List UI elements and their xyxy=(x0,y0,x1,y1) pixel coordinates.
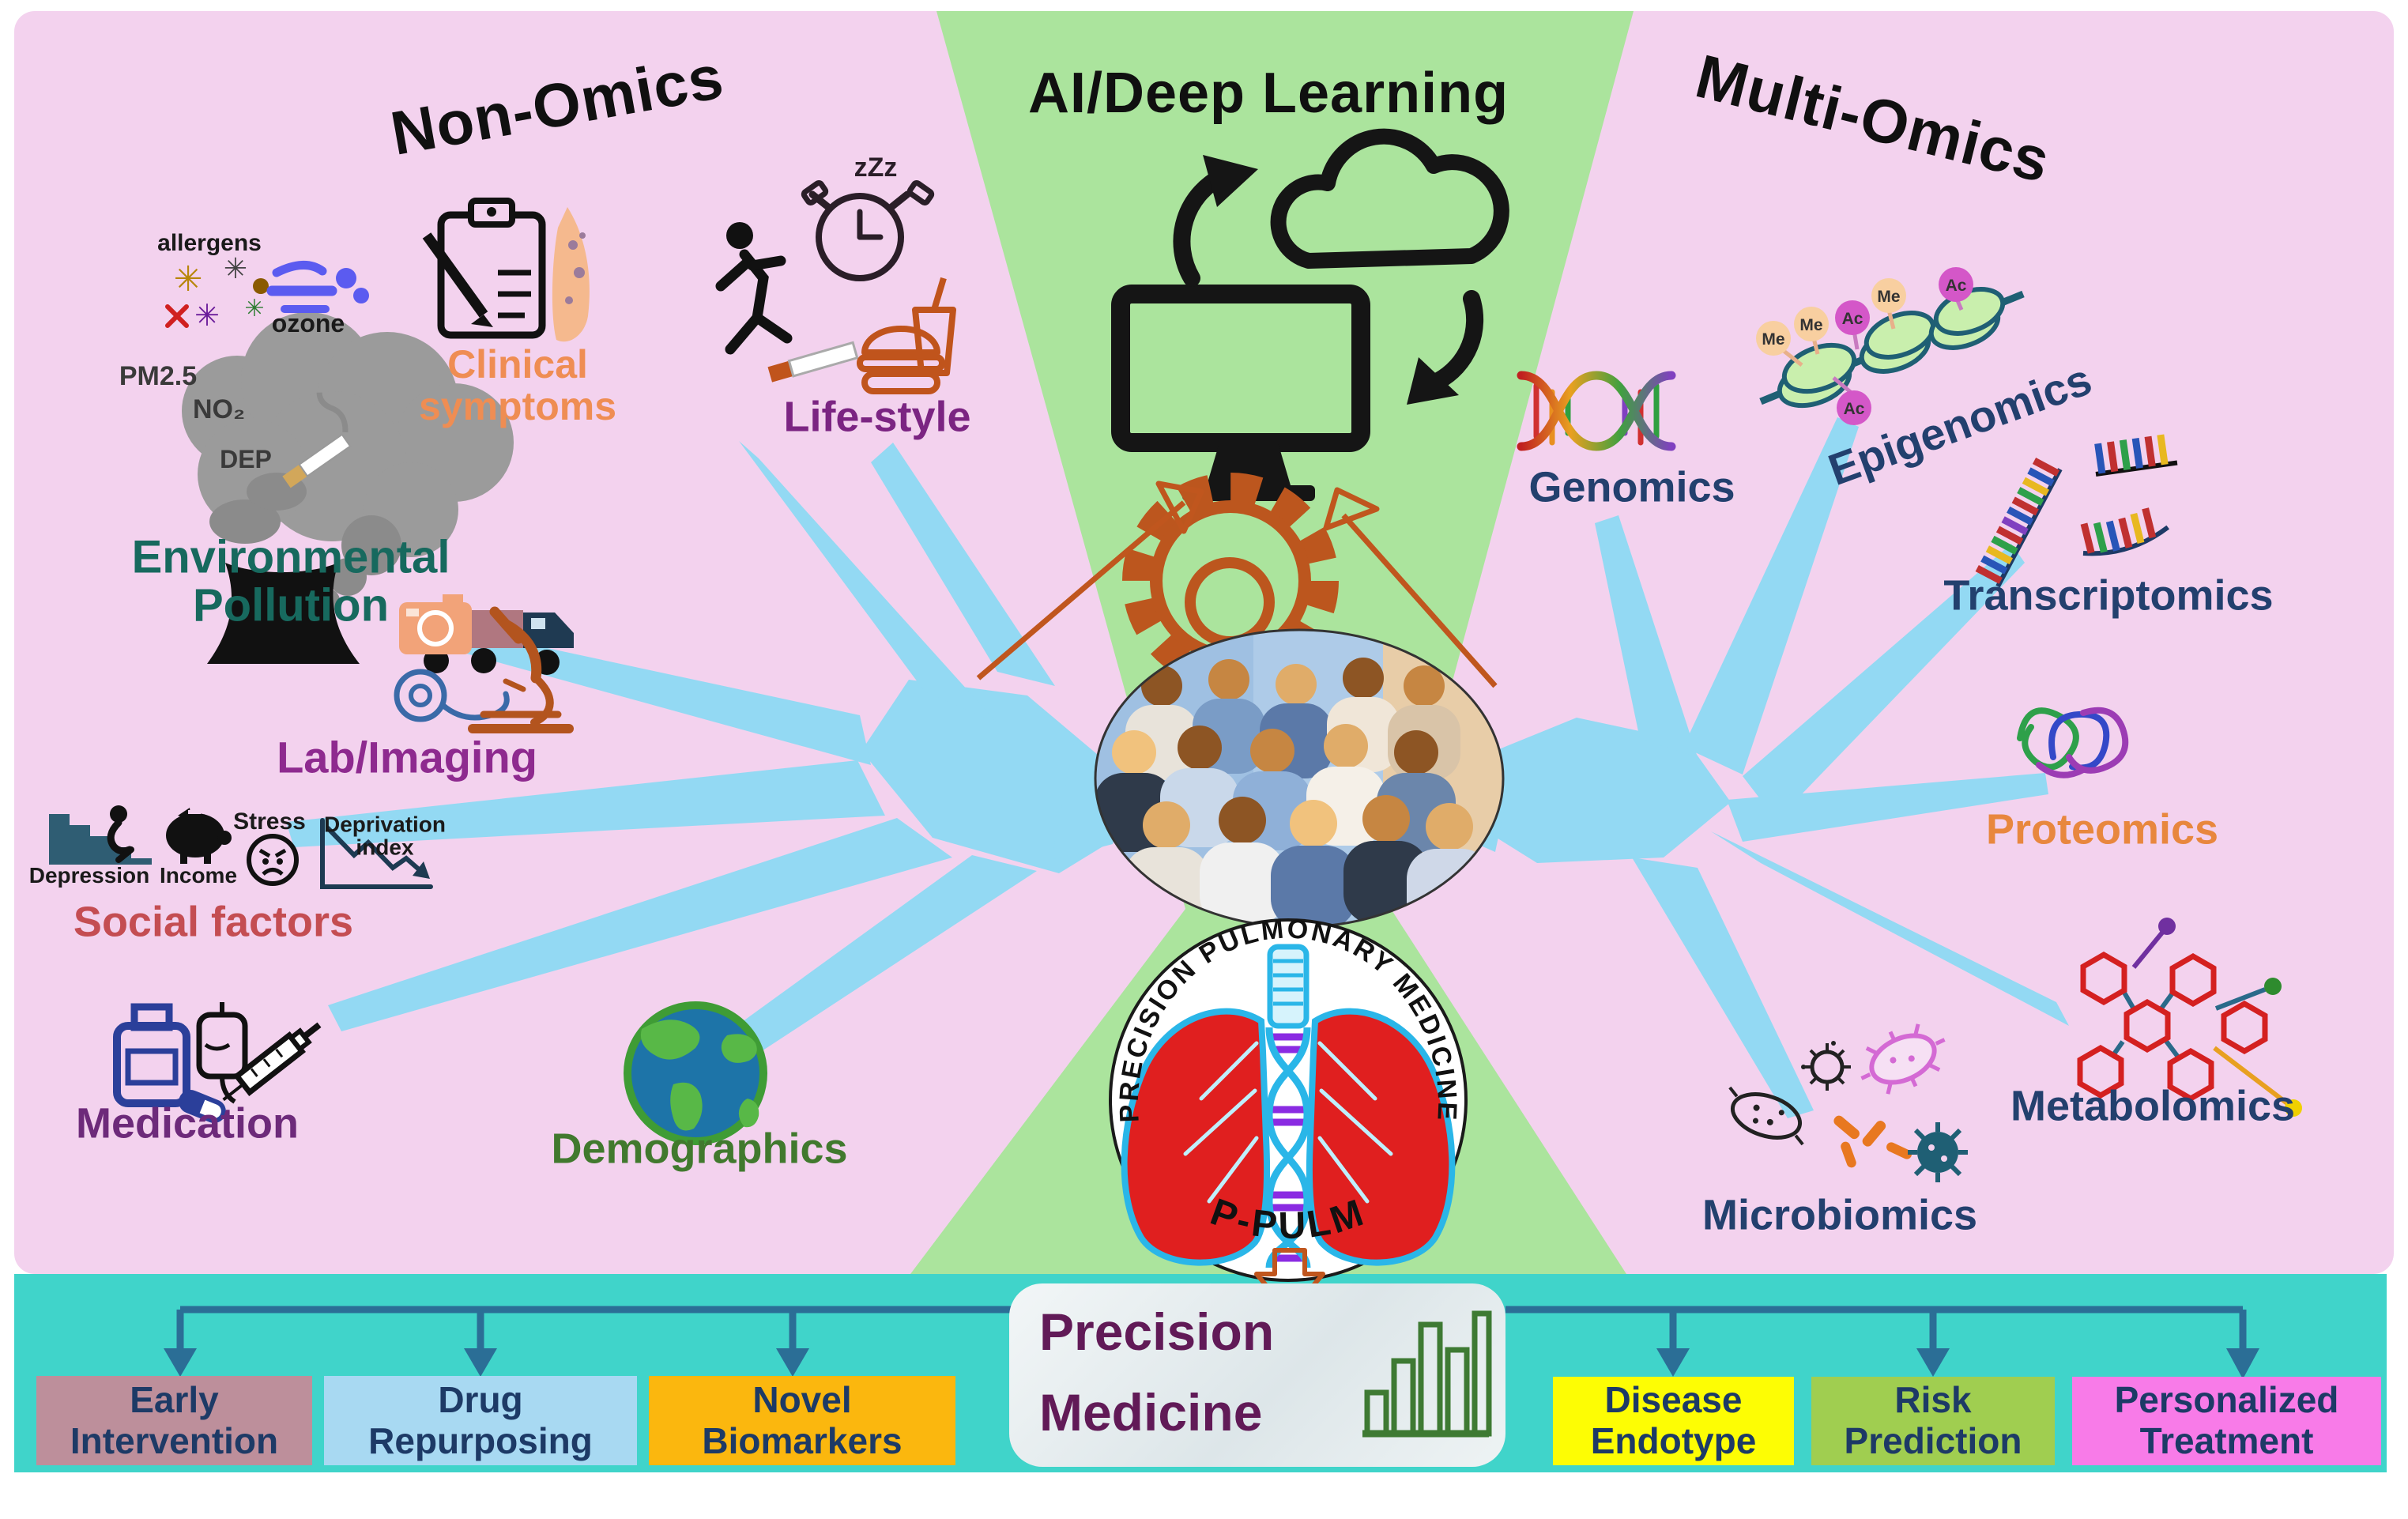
bar-chart-icon xyxy=(1362,1310,1492,1438)
globe-icon xyxy=(624,1001,767,1145)
methyl-mark: Me xyxy=(1877,288,1900,306)
label-allergens: allergens xyxy=(157,230,262,257)
svg-text:✳: ✳ xyxy=(174,260,203,299)
clinical-symptoms-icon xyxy=(422,198,590,342)
stress-face-icon xyxy=(247,834,299,886)
methyl-mark: Me xyxy=(1799,316,1822,334)
ozone-icon xyxy=(266,260,369,313)
label-depression: Depression xyxy=(28,863,150,888)
precision-medicine-box: Precision Medicine xyxy=(1009,1283,1505,1467)
acetyl-mark: Ac xyxy=(1844,400,1865,418)
label-social-factors: Social factors xyxy=(73,898,354,946)
syringe-icon xyxy=(222,1022,322,1102)
allergens-icon: ✳ ✳ ✳ ✳ xyxy=(165,252,269,333)
label-pm25: PM2.5 xyxy=(119,360,198,391)
label-microbiomics: Microbiomics xyxy=(1701,1191,1978,1239)
label-metabolomics: Metabolomics xyxy=(2010,1082,2296,1130)
proteomics-icon xyxy=(2017,707,2129,778)
label-stress: Stress xyxy=(233,808,306,835)
social-factors-icon xyxy=(49,805,433,889)
label-transcriptomics: Transcriptomics xyxy=(1943,571,2274,620)
cloud-computing-icon xyxy=(1111,128,1509,501)
label-deprivation-index: Deprivation index xyxy=(323,812,447,860)
cooling-tower-icon xyxy=(207,563,360,664)
fast-food-icon xyxy=(857,277,956,394)
label-clinical-symptoms: Clinical symptoms xyxy=(418,342,617,428)
dna-helix-icon xyxy=(1265,1027,1311,1268)
iv-bag-icon xyxy=(196,1002,248,1104)
label-no2: NO₂ xyxy=(192,394,246,424)
label-lab-imaging: Lab/Imaging xyxy=(277,732,537,782)
camera-icon xyxy=(399,594,472,654)
outcome-connectors xyxy=(164,1306,2259,1379)
label-zzz: zZz xyxy=(854,152,898,183)
label-medication: Medication xyxy=(75,1099,300,1148)
capsule-icon xyxy=(179,1090,226,1123)
microscope-icon xyxy=(468,606,574,733)
dark-virus-icon xyxy=(1908,1122,1968,1182)
transcriptomics-icon xyxy=(1975,434,2178,588)
dna-icon xyxy=(1517,371,1676,451)
acetyl-mark: Ac xyxy=(1946,277,1967,295)
acetyl-mark: Ac xyxy=(1842,310,1863,328)
label-genomics: Genomics xyxy=(1528,463,1735,511)
section-title-ai-deep-learning: AI/Deep Learning xyxy=(1027,61,1509,125)
precision-medicine-label: Precision Medicine xyxy=(1039,1302,1275,1442)
label-dep: DEP xyxy=(220,445,272,474)
epigenomics-icon: Me Me Ac Me Ac Ac xyxy=(1756,267,2025,425)
bacteria-rods-icon xyxy=(1833,1115,1912,1168)
label-environmental-pollution: Environmental Pollution xyxy=(131,531,450,631)
deprivation-chart-icon xyxy=(320,818,433,889)
lungs-icon xyxy=(1121,944,1456,1266)
label-ozone: ozone xyxy=(271,309,345,338)
svg-text:✳: ✳ xyxy=(194,300,220,333)
cigarette-icon xyxy=(767,341,859,383)
label-lifestyle: Life-style xyxy=(783,393,971,441)
pill-bottle-icon xyxy=(113,1003,190,1107)
depressed-person-icon xyxy=(107,805,134,863)
label-demographics: Demographics xyxy=(551,1125,848,1173)
runner-icon xyxy=(715,222,793,355)
piggy-bank-icon xyxy=(166,808,232,864)
virus-icon xyxy=(1801,1041,1851,1091)
lifestyle-icon xyxy=(715,180,956,394)
alarm-clock-icon xyxy=(801,180,935,281)
lab-imaging-icon xyxy=(394,594,574,733)
label-proteomics: Proteomics xyxy=(1985,805,2219,854)
svg-text:✳: ✳ xyxy=(224,252,247,285)
cigarette-icon xyxy=(282,392,352,488)
environmental-pollution-icon: ✳ ✳ ✳ ✳ xyxy=(165,252,574,675)
medication-icon xyxy=(113,1002,322,1123)
orange-input-arrows xyxy=(976,481,1498,688)
label-income: Income xyxy=(159,863,238,888)
rash-arm-icon xyxy=(552,207,590,342)
svg-text:✳: ✳ xyxy=(244,296,264,322)
methyl-mark: Me xyxy=(1762,330,1784,349)
microbiomics-icon xyxy=(1728,1023,1968,1182)
metabolomics-icon xyxy=(2077,918,2302,1117)
